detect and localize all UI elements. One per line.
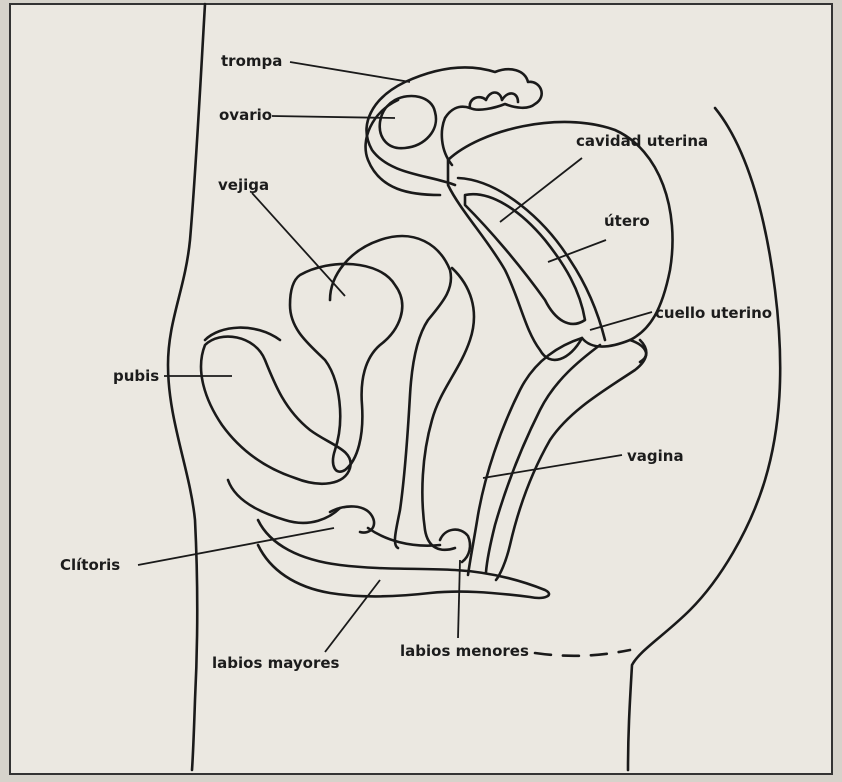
label-labios-mayores: labios mayores [212,654,340,672]
label-ovario: ovario [219,106,272,124]
label-labios-menores: labios menores [400,642,529,660]
label-clitoris: Clítoris [60,556,120,574]
label-cavidad-uterina: cavidad uterina [576,132,708,150]
label-vejiga: vejiga [218,176,269,194]
label-pubis: pubis [113,367,159,385]
label-cuello-uterino: cuello uterino [655,304,772,322]
label-vagina: vagina [627,447,684,465]
label-utero: útero [604,212,650,230]
label-trompa: trompa [221,52,282,70]
